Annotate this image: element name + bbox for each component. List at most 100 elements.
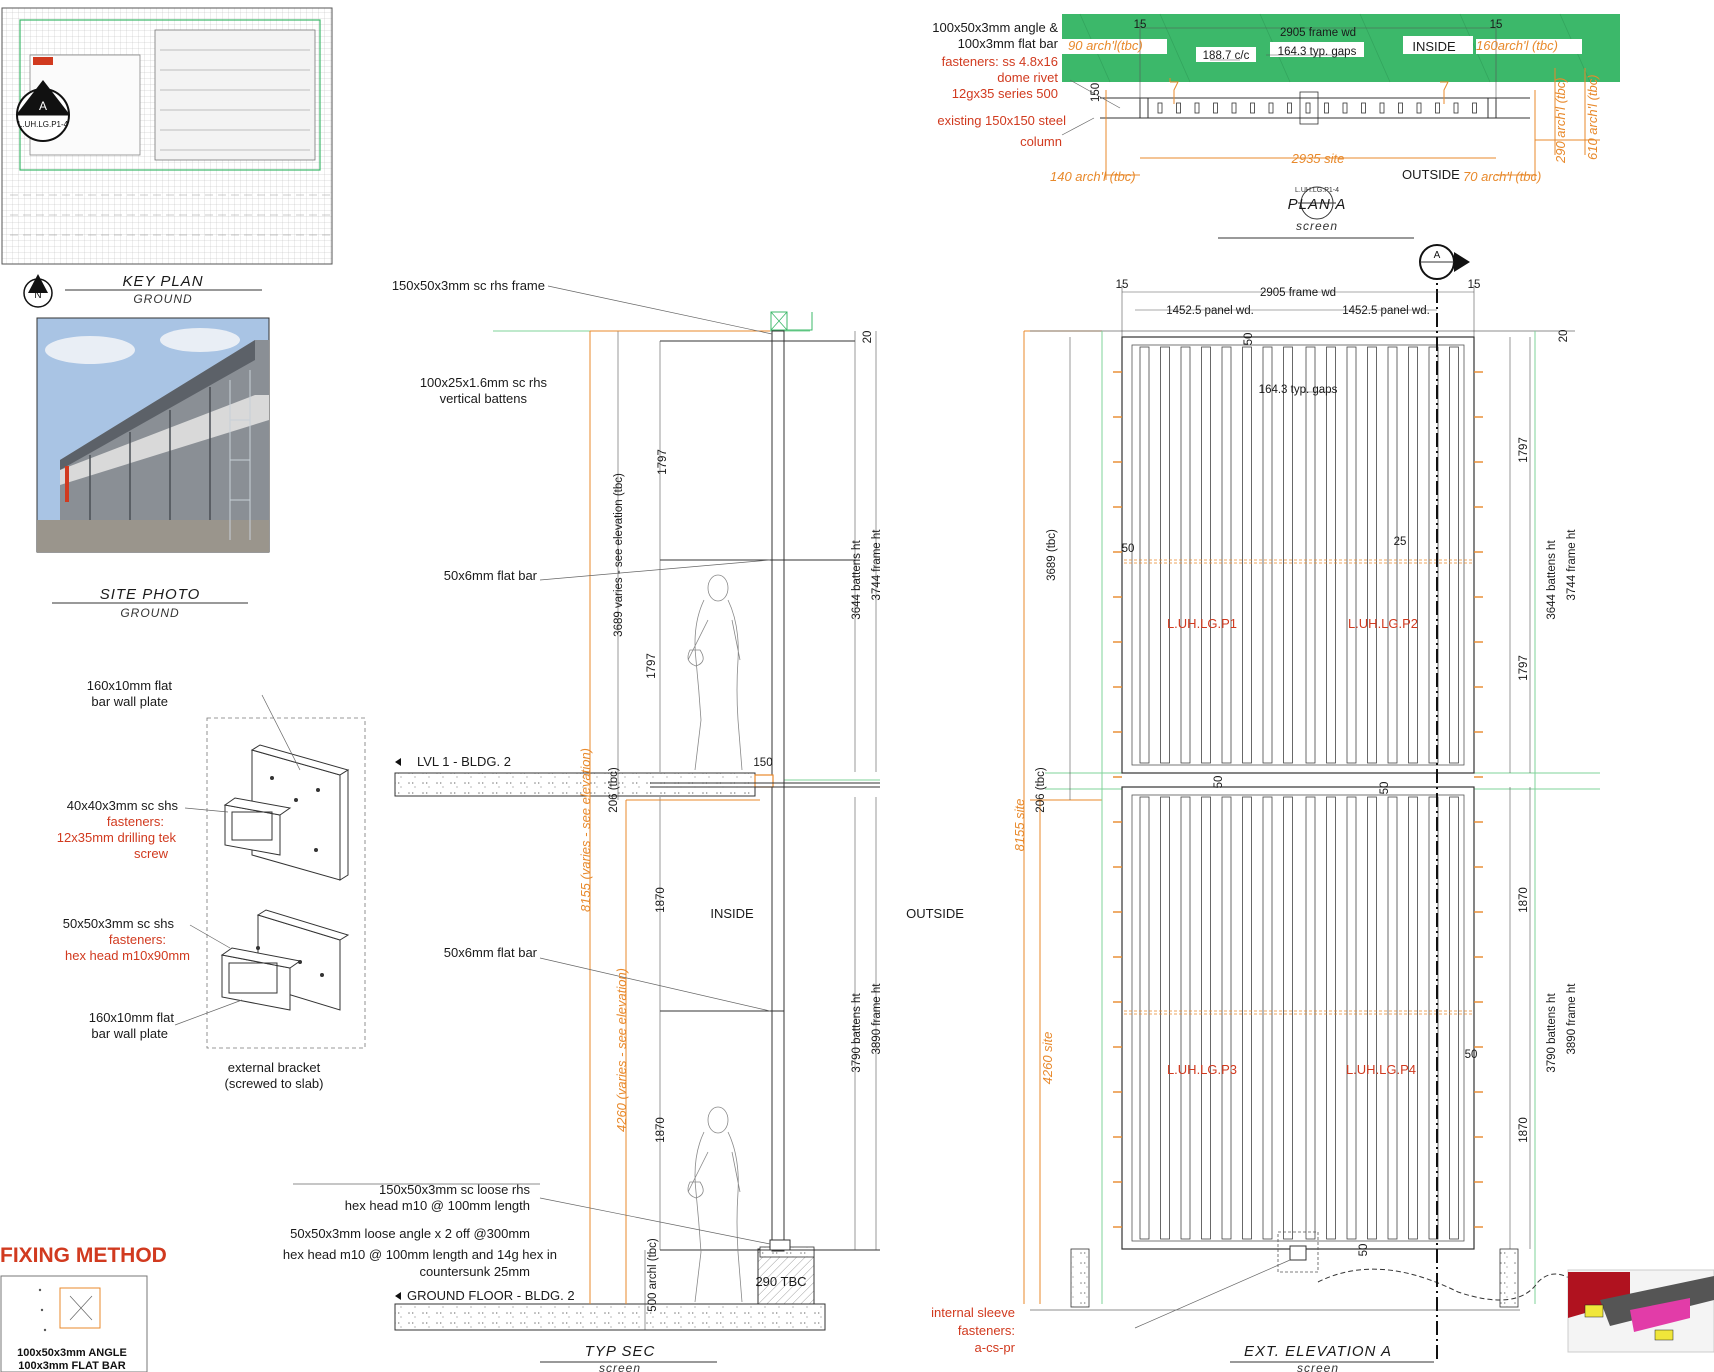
key-plan-location-marker [33, 57, 53, 65]
plan-batten [1305, 102, 1311, 114]
section-inside: INSIDE [710, 906, 754, 921]
key-plan-subtitle: GROUND [133, 292, 192, 306]
elev-d206: 206 (tbc) [1035, 767, 1047, 813]
plan-outside: OUTSIDE [1402, 167, 1460, 182]
section-d3689: 3689 varies - see elevation (tbc) [613, 473, 625, 637]
elevation-marker: A [1419, 244, 1470, 280]
elev-d1797a: 1797 [1518, 437, 1530, 463]
section-loose-angle-3: countersunk 25mm [419, 1264, 530, 1279]
elev-gaps: 164.3 typ. gaps [1259, 384, 1338, 396]
elev-d4260: 4260 site [1040, 1032, 1055, 1085]
elev-d3689: 3689 (tbc) [1046, 529, 1058, 581]
section-d500: 500 archl (tbc) [647, 1238, 659, 1312]
key-plan-marker-letter: A [39, 99, 47, 113]
elevation-batten [1283, 346, 1293, 764]
external-elevation-a: A 15 15 2905 frame wd 1452.5 panel wd. 1… [931, 244, 1600, 1372]
plan-label-1: 100x50x3mm angle & [932, 20, 1058, 35]
plan-batten [1194, 102, 1200, 114]
section-d8155: 8155 (varies - see elevation) [578, 748, 593, 912]
plan-batten [1379, 102, 1385, 114]
section-loose-angle-1: 50x50x3mm loose angle x 2 off @300mm [290, 1226, 530, 1241]
elev-d1870b: 1870 [1518, 1117, 1530, 1143]
plan-a-battens [1157, 102, 1477, 114]
section-d150: 150 [753, 757, 772, 769]
bracket-wall-plate-bottom-2: bar wall plate [91, 1026, 168, 1041]
typical-section: 150x50x3mm sc rhs frame 100x25x1.6mm sc … [283, 278, 964, 1372]
plan-a-title: PLAN A [1288, 196, 1347, 213]
plan-batten [1231, 102, 1237, 114]
plan-fasteners-3: 12gx35 series 500 [952, 86, 1058, 101]
elev-d1870a: 1870 [1518, 887, 1530, 913]
plan-column-1: existing 150x150 steel [937, 113, 1066, 128]
section-d3890: 3890 frame ht [871, 983, 883, 1055]
elevation-batten [1139, 346, 1150, 764]
bracket-fasteners2-value: hex head m10x90mm [65, 948, 190, 963]
elevation-batten [1305, 796, 1316, 1240]
elev-d3744: 3744 frame ht [1566, 529, 1578, 601]
elevation-batten [1262, 796, 1273, 1240]
section-lvl1: LVL 1 - BLDG. 2 [417, 754, 511, 769]
elev-d1797b: 1797 [1518, 655, 1530, 681]
key-plan-title: KEY PLAN [122, 273, 203, 290]
elev-d3890: 3890 frame ht [1566, 983, 1578, 1055]
plan-site2935: 2935 site [1291, 151, 1345, 166]
plan-batten [1287, 102, 1292, 114]
elev-panel-p4: L.UH.LG.P4 [1346, 1062, 1416, 1077]
plan-batten [1453, 102, 1459, 114]
section-d1870b: 1870 [655, 1117, 667, 1143]
plan-arch70: 70 arch'l (tbc) [1463, 169, 1541, 184]
section-ground: GROUND FLOOR - BLDG. 2 [407, 1288, 575, 1303]
section-battens-label-2: vertical battens [440, 391, 528, 406]
plan-a-subtitle: screen [1296, 219, 1338, 233]
fixing-line-1: 100x50x3mm ANGLE [17, 1347, 127, 1359]
plan-batten [1435, 102, 1440, 114]
bracket-fasteners2-label: fasteners: [109, 932, 166, 947]
elevation-lower-frame [1121, 786, 1475, 1250]
elevation-batten [1160, 346, 1170, 764]
external-bracket-detail: 160x10mm flat bar wall plate 40x40x3mm s… [57, 678, 366, 1091]
plan-depth: 150 [1090, 83, 1102, 102]
elev-e50e: 50 [1465, 1049, 1478, 1061]
bracket-caption-1: external bracket [228, 1060, 321, 1075]
plan-batten [1213, 102, 1218, 114]
plan-edge15a: 15 [1134, 19, 1147, 31]
section-d3790: 3790 battens ht [851, 993, 863, 1073]
plan-cc: 188.7 c/c [1203, 50, 1250, 62]
elev-e25: 25 [1394, 536, 1407, 548]
elev-sleeve-2: fasteners: [958, 1323, 1015, 1338]
bracket-fasteners1-line1: 12x35mm drilling tek [57, 830, 177, 845]
section-d3644: 3644 battens ht [851, 540, 863, 620]
section-d1870a: 1870 [655, 887, 667, 913]
bracket-shs50-label: 50x50x3mm sc shs [63, 916, 175, 931]
section-flat-bar-2: 50x6mm flat bar [444, 945, 538, 960]
plan-arch610: 610 arch'l (tbc) [1585, 74, 1600, 160]
fixing-method: FIXING METHOD 100x50x3mm ANGLE 100x3mm F… [0, 1244, 167, 1372]
elev-panel-wd-l: 1452.5 panel wd. [1166, 305, 1254, 317]
plan-fasteners-1: fasteners: ss 4.8x16 [942, 54, 1058, 69]
elev-d8155: 8155 site [1012, 799, 1027, 852]
elev-d3644: 3644 battens ht [1546, 540, 1558, 620]
elevation-batten [1408, 346, 1418, 764]
section-loose-rhs-2: hex head m10 @ 100mm length [345, 1198, 530, 1213]
plan-frame-wd: 2905 frame wd [1280, 27, 1356, 39]
plan-batten [1176, 102, 1181, 114]
plan-batten [1361, 102, 1366, 114]
elevation-upper-frame [1121, 336, 1475, 774]
elev-e50a: 50 [1243, 333, 1255, 346]
elev-frame-wd: 2905 frame wd [1260, 287, 1336, 299]
plan-fasteners-2: dome rivet [997, 70, 1058, 85]
elevation-batten [1201, 796, 1211, 1240]
plan-edge15b: 15 [1490, 19, 1503, 31]
elev-panel-p2: L.UH.LG.P2 [1348, 616, 1418, 631]
elevation-batten [1201, 346, 1211, 764]
plan-a-marker: L.UH.LG.P1-4 [1295, 186, 1339, 220]
elevation-batten [1283, 796, 1293, 1240]
section-person-upper-icon [687, 574, 743, 771]
elev-sleeve-1: internal sleeve [931, 1305, 1015, 1320]
plan-batten [1157, 102, 1163, 114]
elevation-batten [1139, 796, 1150, 1240]
plan-batten [1398, 102, 1403, 114]
section-d3744: 3744 frame ht [871, 529, 883, 601]
section-level1-slab [394, 772, 756, 797]
elevation-batten [1449, 796, 1459, 1240]
